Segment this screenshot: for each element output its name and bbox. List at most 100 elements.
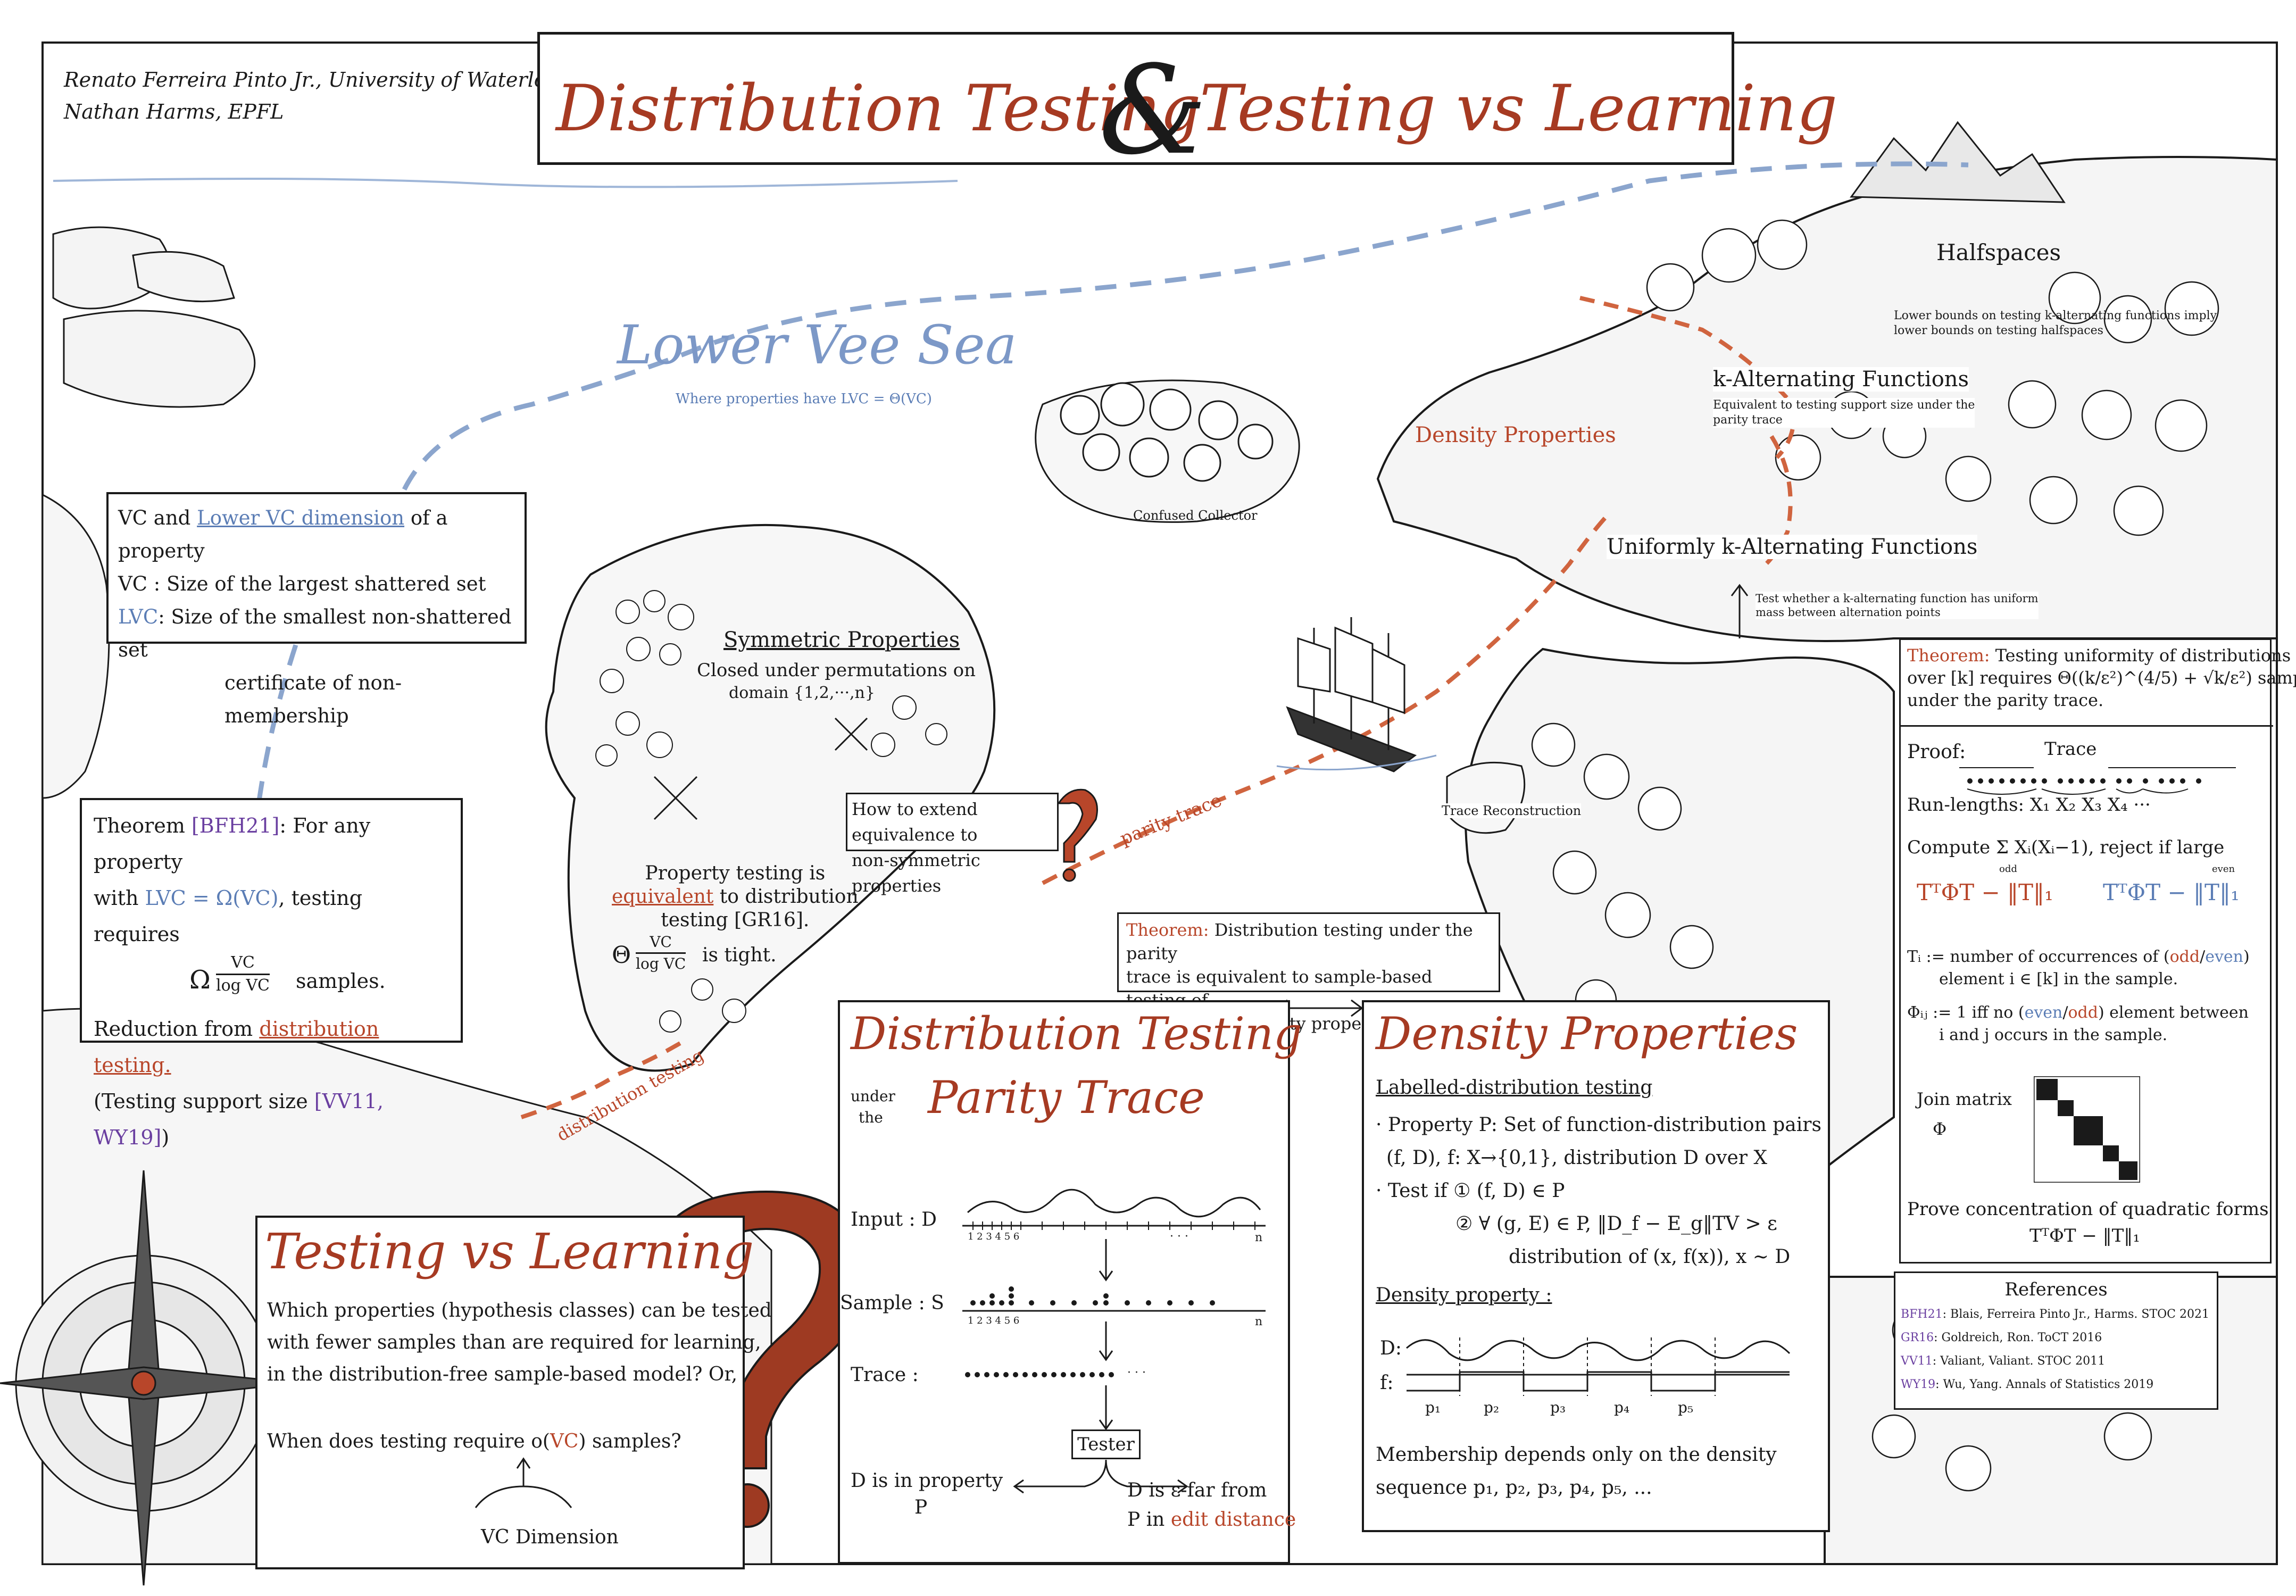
uniform-k-alt-label: Uniformly k-Alternating Functions <box>1607 535 1978 559</box>
trace-reconstruction-label: Trace Reconstruction <box>1442 803 1582 818</box>
parity-trace-box: Distribution Testing under the Parity Tr… <box>838 1000 1302 1564</box>
tree-clusters <box>595 590 947 1033</box>
symmetric-line-2: domain {1,2,···,n} <box>729 684 875 702</box>
tester-box: Tester <box>1071 1429 1141 1459</box>
question-mark-small <box>1057 788 1098 882</box>
title-ampersand: & <box>1099 40 1208 182</box>
density-conclusion: Membership depends only on the density s… <box>1376 1444 1777 1499</box>
vc-line-4: certificate of non-membership <box>224 671 402 727</box>
density-body: · Property P: Set of function-distributi… <box>1376 1114 1821 1306</box>
parity-trace-diagram <box>962 1188 1266 1494</box>
even-label: even <box>2212 863 2235 875</box>
property-testing-note: Property testing is equivalent to distri… <box>612 862 859 972</box>
halfspaces-note: Lower bounds on testing k-alternating fu… <box>1894 309 2217 337</box>
p-label-3: p₃ <box>1550 1399 1566 1416</box>
runlengths-line: Run-lengths: X₁ X₂ X₃ X₄ ··· <box>1907 794 2151 816</box>
symmetric-title: Symmetric Properties <box>723 628 960 652</box>
theorem-divider <box>1901 725 2273 727</box>
density-D-label: D: <box>1380 1337 1402 1359</box>
how-to-extend-box: How to extend equivalence to non-symmetr… <box>846 793 1059 896</box>
title-left: Distribution Testing <box>556 72 1201 146</box>
uniformity-theorem-box: Theorem: Testing uniformity of distribut… <box>1899 638 2296 1264</box>
input-n: n <box>1255 1231 1263 1244</box>
references-box: References BFH21: Blais, Ferreira Pinto … <box>1894 1271 2218 1410</box>
formula-odd: TᵀΦT − ‖T‖₁ <box>1917 879 2053 905</box>
proof-label: Proof: <box>1907 741 1966 763</box>
mountain-range <box>1850 121 2066 203</box>
vc-line-1: VC and Lower VC dimension of a property <box>118 506 448 562</box>
title-right: Testing vs Learning <box>1200 72 1838 146</box>
ship-illustration <box>1276 617 1437 772</box>
uniform-theorem-text: Theorem: Testing uniformity of distribut… <box>1907 645 2296 710</box>
concentration-line: Prove concentration of quadratic forms T… <box>1907 1199 2269 1246</box>
reference-item: WY19: Wu, Yang. Annals of Statistics 201… <box>1901 1378 2154 1391</box>
phi-definition: Φᵢⱼ := 1 iff no (even/odd) element betwe… <box>1907 1003 2249 1044</box>
k-alternating-label: k-Alternating Functions <box>1713 367 1969 392</box>
reference-item: BFH21: Blais, Ferreira Pinto Jr., Harms.… <box>1901 1308 2209 1321</box>
sample-n: n <box>1255 1315 1263 1328</box>
trace-label: Trace : <box>851 1364 919 1386</box>
tvl-subquestion: When does testing require o(VC) samples? <box>267 1431 681 1452</box>
sample-label: Sample : S <box>840 1292 944 1314</box>
density-properties-box: Density Properties Labelled-distribution… <box>1362 1000 1830 1532</box>
confused-collector-label: Confused Collector <box>1133 508 1258 523</box>
title-box: Distribution Testing & Testing vs Learni… <box>537 32 1837 182</box>
p-label-1: p₁ <box>1425 1399 1441 1416</box>
odd-label: odd <box>1999 863 2017 875</box>
vc-line-3: LVC: Size of the smallest non-shattered … <box>118 605 512 661</box>
output-in-property: D is in property P <box>851 1470 1003 1518</box>
dtpt-under: under <box>851 1087 895 1105</box>
vc-dimension-label: VC Dimension <box>481 1526 619 1548</box>
confused-collector-island <box>1035 379 1300 523</box>
reference-item: VV11: Valiant, Valiant. STOC 2011 <box>1901 1354 2106 1368</box>
bfh-line-5: (Testing support size [VV11, WY19]) <box>94 1090 384 1149</box>
dtpt-title-2: Parity Trace <box>928 1071 1205 1124</box>
reference-item: GR16: Goldreich, Ron. ToCT 2016 <box>1901 1331 2102 1344</box>
p-label-5: p₅ <box>1678 1399 1694 1416</box>
density-f-label: f: <box>1380 1372 1394 1394</box>
windmill-icons <box>653 717 868 820</box>
authors-block: Renato Ferreira Pinto Jr., University of… <box>64 64 559 128</box>
references-title: References <box>2004 1279 2108 1300</box>
sample-ticks: 1 2 3 4 5 6 <box>968 1315 1020 1326</box>
halfspaces-route <box>1579 296 1796 459</box>
sea-route-blue <box>402 161 1969 491</box>
density-title: Density Properties <box>1376 1008 1798 1060</box>
testing-vs-learning-box: Testing vs Learning Which properties (hy… <box>255 1216 772 1569</box>
tvl-title: Testing vs Learning <box>265 1223 754 1280</box>
formula-even: TᵀΦT − ‖T‖₁ <box>2103 879 2240 905</box>
bfh-line-3: Ω VC log VC samples. <box>94 952 449 1011</box>
ti-definition: Tᵢ := number of occurrences of (odd/even… <box>1907 947 2250 988</box>
compute-line: Compute Σ Xᵢ(Xᵢ−1), reject if large <box>1907 837 2225 858</box>
join-matrix-label: Join matrix Φ <box>1917 1089 2012 1139</box>
bfh-line-2: with LVC = Ω(VC), testing requires <box>94 886 363 946</box>
p-label-4: p₄ <box>1614 1399 1630 1416</box>
trace-dots: · · · <box>1127 1366 1146 1379</box>
proof-trace-label: Trace <box>2044 738 2097 760</box>
symmetric-island <box>545 523 996 1072</box>
dtpt-title-1: Distribution Testing <box>851 1008 1302 1060</box>
left-island-cluster <box>52 226 256 408</box>
vc-pointer <box>475 1457 572 1508</box>
vc-definition-box: VC and Lower VC dimension of a property … <box>106 492 527 727</box>
input-label: Input : D <box>851 1209 937 1231</box>
fraction-vc-logvc: VC log VC <box>216 953 270 995</box>
input-dots: · · · <box>1170 1230 1188 1243</box>
join-matrix <box>2034 1076 2140 1183</box>
density-sub: Labelled-distribution testing <box>1376 1077 1653 1099</box>
sea-subtitle: Where properties have LVC = Θ(VC) <box>676 391 932 407</box>
distribution-testing-route <box>520 1041 683 1119</box>
author-line-2: Nathan Harms, EPFL <box>64 100 284 123</box>
bfh-line-1: Theorem [BFH21]: For any property <box>94 814 371 874</box>
symmetric-line-1: Closed under permutations on <box>697 660 976 681</box>
vc-line-2: VC : Size of the largest shattered set <box>118 572 486 595</box>
bfh-line-4: Reduction from distribution testing. <box>94 1017 379 1077</box>
uniform-k-alt-note: Test whether a k-alternating function ha… <box>1756 592 2039 619</box>
density-diagram <box>1406 1337 1791 1396</box>
proof-trace-diagram <box>1959 767 2236 795</box>
dtpt-the: the <box>859 1109 883 1126</box>
bfh21-theorem-box: Theorem [BFH21]: For any property with L… <box>80 798 463 1149</box>
tvl-question: Which properties (hypothesis classes) ca… <box>267 1300 772 1385</box>
author-line-1: Renato Ferreira Pinto Jr., University of… <box>64 68 559 92</box>
omega-symbol: Ω <box>189 965 211 995</box>
